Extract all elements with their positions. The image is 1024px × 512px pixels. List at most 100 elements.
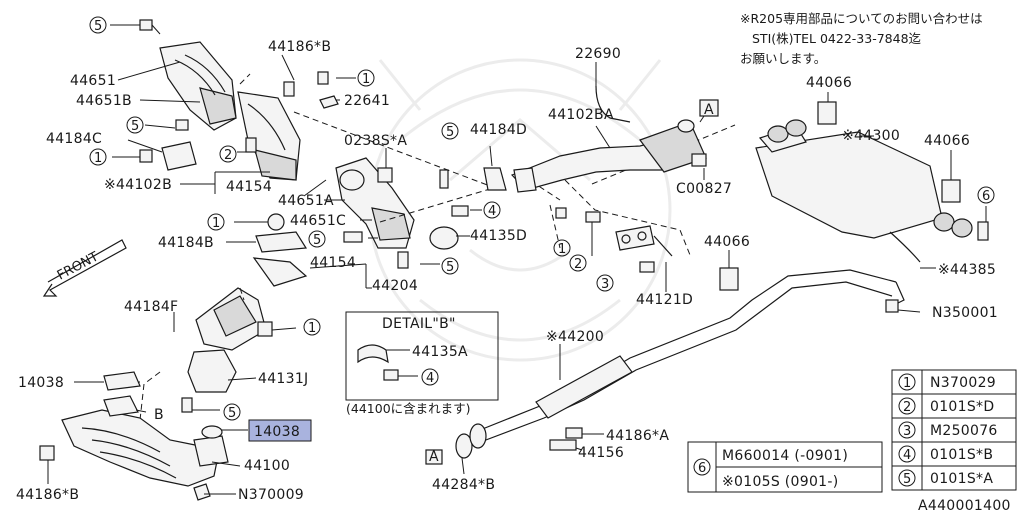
legend-table-6 xyxy=(687,441,883,493)
label-a-top: A xyxy=(704,102,714,118)
highlight-14038[interactable] xyxy=(248,419,312,442)
bolt-44186a xyxy=(565,427,583,439)
label-44651b: 44651B xyxy=(76,93,132,109)
callout-5-d: 5 xyxy=(313,233,321,248)
bolt-c5-44184d xyxy=(439,169,449,189)
callout-4-a: 4 xyxy=(488,204,496,219)
label-44121d: 44121D xyxy=(636,292,693,308)
label-0238sa: 0238S*A xyxy=(344,133,407,149)
legend-num-2: 2 xyxy=(903,400,911,415)
nut-0238sa xyxy=(377,167,393,183)
hanger-rubber-44066-c xyxy=(719,267,739,291)
label-44651: 44651 xyxy=(70,73,116,89)
upper-catalyst-right xyxy=(237,91,301,181)
label-44186b-bottom: 44186*B xyxy=(16,487,79,503)
legend-num-1: 1 xyxy=(903,376,911,391)
center-catalyst xyxy=(335,157,415,249)
bolt-c6-right xyxy=(977,221,989,241)
leaders-center-pipe xyxy=(461,344,604,475)
gasket-14038-left xyxy=(103,371,141,391)
ref-box-a-top xyxy=(699,99,719,117)
legend-num-5: 5 xyxy=(903,472,911,487)
label-44200: ※44200 xyxy=(546,329,604,345)
label-44135d: 44135D xyxy=(470,228,527,244)
label-44204: 44204 xyxy=(372,278,418,294)
label-22690: 22690 xyxy=(575,46,621,62)
detail-b-part: 44135A xyxy=(412,344,468,360)
label-44284b: 44284*B xyxy=(432,477,495,493)
exhaust-manifold-44100 xyxy=(61,395,229,487)
watermark-emblem xyxy=(368,58,672,362)
o2-sensor-22690 xyxy=(595,85,631,123)
dashed-lines-upper xyxy=(239,73,736,256)
hanger-rubber-44066-b xyxy=(941,179,961,203)
legend6-row2: ※0105S (0901-) xyxy=(722,474,839,490)
label-b: B xyxy=(154,407,164,423)
label-n350001: N350001 xyxy=(932,305,998,321)
legend-part-2: 0101S*D xyxy=(930,399,994,415)
label-n370009: N370009 xyxy=(238,487,304,503)
bolt-c5b xyxy=(175,119,189,131)
callout-5-top: 5 xyxy=(94,19,102,34)
legend-part-1: N370029 xyxy=(930,375,996,391)
muffler-44300 xyxy=(755,119,973,263)
upper-catalyst-left xyxy=(159,41,237,131)
leaders-muffler xyxy=(728,92,987,313)
note-line-2: STI(株)TEL 0422-33-7848迄 xyxy=(752,31,922,46)
label-44300: ※44300 xyxy=(842,128,900,144)
gasket-44184c xyxy=(161,141,197,171)
dashed-midleft xyxy=(239,287,245,301)
legend-part-5: 0101S*A xyxy=(930,471,993,487)
callout-4-detail: 4 xyxy=(426,371,434,386)
legend-table xyxy=(891,369,1017,491)
callout-2-a: 2 xyxy=(224,148,232,163)
bolt-44156 xyxy=(549,439,577,451)
label-44651c: 44651C xyxy=(290,213,346,229)
label-22641: 22641 xyxy=(344,93,390,109)
label-44100: 44100 xyxy=(244,458,290,474)
label-14038-highlighted[interactable]: 14038 xyxy=(254,424,300,440)
callout-3: 3 xyxy=(601,277,609,292)
front-label: FRONT xyxy=(55,249,101,283)
callout-5-c: 5 xyxy=(446,125,454,140)
nut-c00827 xyxy=(691,153,707,167)
label-44184c: 44184C xyxy=(46,131,102,147)
bolt-c4a xyxy=(451,205,469,217)
label-44154-mid: 44154 xyxy=(310,255,356,271)
bolt-c5d xyxy=(397,251,409,269)
label-44186b-top: 44186*B xyxy=(268,39,331,55)
label-44385: ※44385 xyxy=(938,262,996,278)
detail-b-title: DETAIL"B" xyxy=(382,316,456,332)
legend-num-3: 3 xyxy=(903,424,911,439)
callout-5-b: 5 xyxy=(131,119,139,134)
label-44651a: 44651A xyxy=(278,193,334,209)
front-pipe-44102ba xyxy=(483,119,707,193)
hanger-44121d xyxy=(555,207,673,292)
nut-c1b xyxy=(139,149,153,163)
label-44102b: ※44102B xyxy=(104,177,172,193)
nut-c1-d xyxy=(257,321,273,337)
bolt-c2a xyxy=(245,137,257,153)
dashed-lower-left xyxy=(139,371,161,421)
label-44184d: 44184D xyxy=(470,122,527,138)
legend-num-4: 4 xyxy=(903,448,911,463)
label-44131j: 44131J xyxy=(258,371,308,387)
callout-6-right: 6 xyxy=(982,189,990,204)
label-44184f: 44184F xyxy=(124,299,178,315)
legend6-row1: M660014 (-0901) xyxy=(722,448,848,464)
clip-22641 xyxy=(319,95,339,109)
bolt-44186b-bottom xyxy=(39,445,55,461)
leaders-manifold xyxy=(47,381,248,495)
midleft-pipe-44154 xyxy=(187,257,308,393)
label-14038-left: 14038 xyxy=(18,375,64,391)
callout-1-c: 1 xyxy=(212,216,220,231)
legend6-num: 6 xyxy=(698,461,706,476)
label-44184b: 44184B xyxy=(158,235,214,251)
detail-b-note: (44100に含まれます) xyxy=(346,401,471,416)
label-44154-top: 44154 xyxy=(226,179,272,195)
callout-1-a: 1 xyxy=(362,72,370,87)
center-pipe-44200 xyxy=(455,269,905,459)
nut-n370029-a xyxy=(317,71,329,85)
legend-part-4: 0101S*B xyxy=(930,447,993,463)
callout-5-f: 5 xyxy=(228,406,236,421)
